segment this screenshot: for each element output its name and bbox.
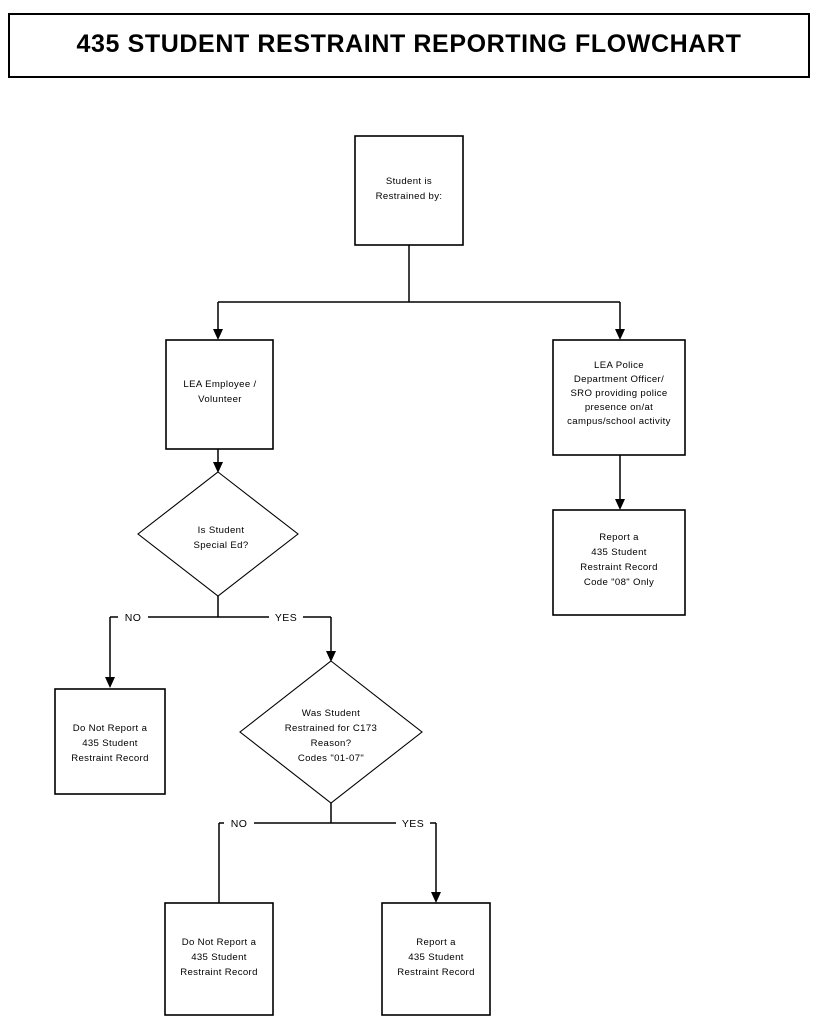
node-report-code08-line-2: 435 Student: [591, 547, 647, 558]
node-c173-reason-shape[interactable]: [239, 660, 423, 804]
arrowhead-special-ed-no: [105, 677, 115, 688]
node-report-code08-shape[interactable]: [552, 509, 686, 616]
node-start-shape[interactable]: [354, 135, 464, 246]
node-start-line-2: Restrained by:: [376, 191, 443, 202]
label-bg-no-2: [224, 815, 254, 831]
title-banner-border: [8, 13, 810, 78]
node-report-bottom-shape[interactable]: [381, 902, 491, 1016]
node-c173-reason-line-2: Restrained for C173: [285, 723, 378, 734]
node-do-not-report-bottom-line-3: Restraint Record: [180, 967, 258, 978]
arrowhead-special-ed-yes: [326, 651, 336, 662]
arrowhead-to-lea-police: [615, 329, 625, 340]
arrowhead-c173-yes: [431, 892, 441, 903]
node-lea-police-line-2: Department Officer/: [574, 374, 664, 385]
node-is-special-ed-line-1: Is Student: [198, 525, 245, 536]
node-do-not-report-left-line-3: Restraint Record: [71, 753, 149, 764]
arrowhead-to-lea-employee: [213, 329, 223, 340]
node-do-not-report-left-shape[interactable]: [54, 688, 166, 795]
node-lea-police-shape[interactable]: [552, 339, 686, 456]
node-do-not-report-bottom-line-1: Do Not Report a: [182, 937, 257, 948]
node-lea-police-line-3: SRO providing police: [570, 388, 667, 399]
node-do-not-report-bottom[interactable]: Do Not Report a 435 Student Restraint Re…: [164, 902, 274, 1016]
node-lea-police[interactable]: LEA Police Department Officer/ SRO provi…: [552, 339, 686, 456]
edge-label-layer: NO YES NO YES: [118, 609, 430, 831]
node-lea-employee-shape[interactable]: [165, 339, 274, 450]
node-lea-police-line-1: LEA Police: [594, 360, 644, 371]
label-bg-yes-1: [269, 609, 303, 625]
node-report-code08-line-3: Restraint Record: [580, 562, 658, 573]
node-is-special-ed-line-2: Special Ed?: [193, 540, 248, 551]
node-start-line-1: Student is: [386, 176, 432, 187]
node-start[interactable]: Student is Restrained by:: [354, 135, 464, 246]
page-title: 435 STUDENT RESTRAINT REPORTING FLOWCHAR…: [77, 30, 742, 58]
node-do-not-report-left[interactable]: Do Not Report a 435 Student Restraint Re…: [54, 688, 166, 795]
node-lea-employee-line-2: Volunteer: [198, 394, 242, 405]
node-report-bottom-line-2: 435 Student: [408, 952, 464, 963]
edge-label-yes-special-ed: YES: [275, 612, 297, 624]
title-banner: 435 STUDENT RESTRAINT REPORTING FLOWCHAR…: [8, 13, 810, 78]
node-report-bottom-line-1: Report a: [416, 937, 456, 948]
node-do-not-report-bottom-shape[interactable]: [164, 902, 274, 1016]
node-c173-reason[interactable]: Was Student Restrained for C173 Reason? …: [239, 660, 423, 804]
node-c173-reason-line-4: Codes "01-07": [298, 753, 364, 764]
arrowhead-to-report-code08: [615, 499, 625, 510]
node-lea-employee[interactable]: LEA Employee / Volunteer: [165, 339, 274, 450]
arrowhead-to-special-ed: [213, 462, 223, 473]
node-report-code08-line-4: Code "08" Only: [584, 577, 654, 588]
node-do-not-report-left-line-1: Do Not Report a: [73, 723, 148, 734]
node-lea-police-line-5: campus/school activity: [567, 416, 671, 427]
node-is-special-ed-shape[interactable]: [137, 471, 299, 597]
node-do-not-report-bottom-line-2: 435 Student: [191, 952, 247, 963]
node-report-bottom-line-3: Restraint Record: [397, 967, 475, 978]
node-do-not-report-left-line-2: 435 Student: [82, 738, 138, 749]
edge-label-no-c173: NO: [231, 818, 248, 830]
node-lea-employee-line-1: LEA Employee /: [183, 379, 256, 390]
node-report-bottom[interactable]: Report a 435 Student Restraint Record: [381, 902, 491, 1016]
node-lea-police-line-4: presence on/at: [585, 402, 653, 413]
label-bg-yes-2: [396, 815, 430, 831]
edge-layer: [105, 245, 625, 903]
edge-label-yes-c173: YES: [402, 818, 424, 830]
label-bg-no-1: [118, 609, 148, 625]
node-report-code08[interactable]: Report a 435 Student Restraint Record Co…: [552, 509, 686, 616]
edge-label-no-special-ed: NO: [125, 612, 142, 624]
node-c173-reason-line-1: Was Student: [302, 708, 360, 719]
node-is-special-ed[interactable]: Is Student Special Ed?: [137, 471, 299, 597]
node-report-code08-line-1: Report a: [599, 532, 639, 543]
node-c173-reason-line-3: Reason?: [311, 738, 352, 749]
